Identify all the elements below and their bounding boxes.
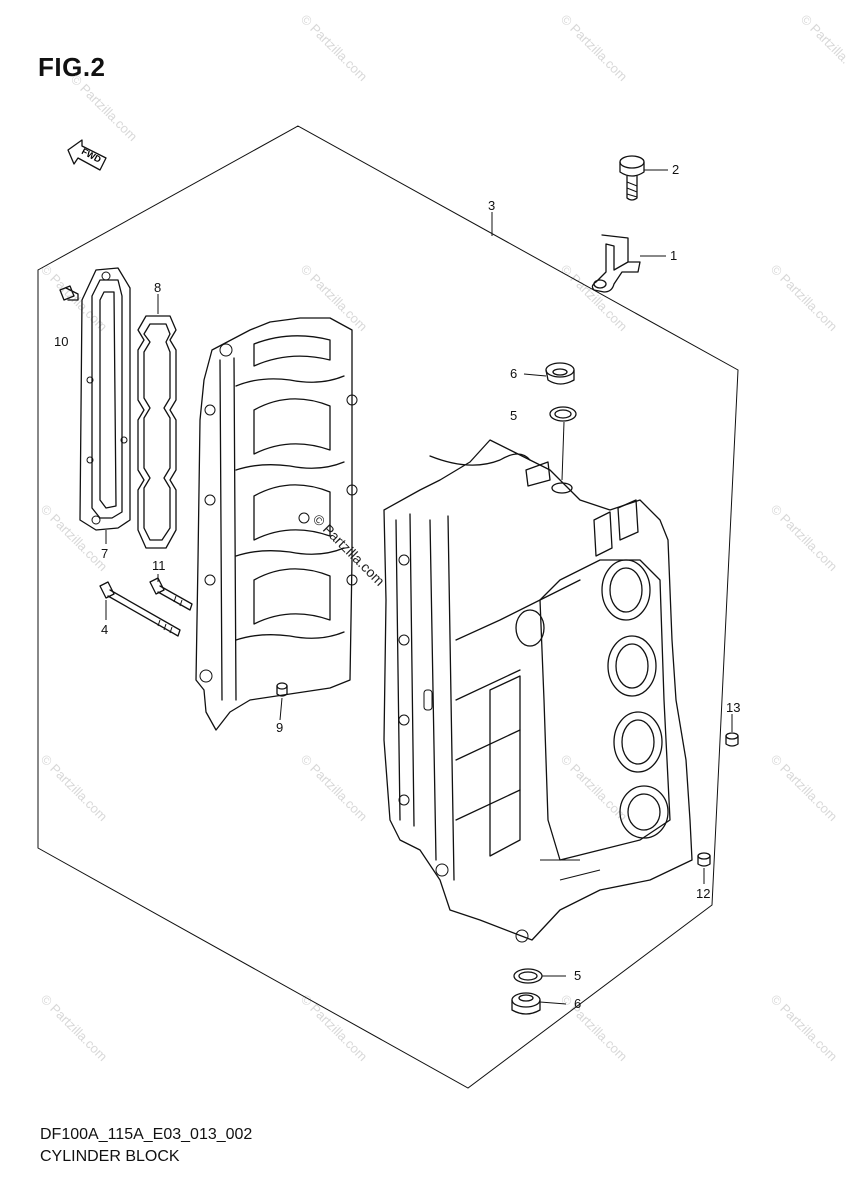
watermark: © Partzilla.com — [38, 992, 111, 1065]
dowel-pin-part-9 — [276, 682, 288, 697]
cylinder-block — [383, 439, 693, 943]
watermark: © Partzilla.com — [768, 752, 841, 825]
callout-6-top: 6 — [510, 366, 517, 381]
diagram-name: CYLINDER BLOCK — [40, 1148, 180, 1165]
callout-13: 13 — [726, 700, 740, 715]
figure-title: FIG.2 — [38, 52, 106, 82]
callout-5-bottom: 5 — [574, 968, 581, 983]
watermark: © Partzilla.com — [310, 511, 388, 589]
watermark: © Partzilla.com — [558, 12, 631, 85]
watermark: © Partzilla.com — [768, 992, 841, 1065]
callout-8: 8 — [154, 280, 161, 295]
watermark-layer: © Partzilla.com © Partzilla.com © Partzi… — [38, 12, 846, 1065]
watermark: © Partzilla.com — [768, 502, 841, 575]
watermark: © Partzilla.com — [298, 12, 371, 85]
callout-3: 3 — [488, 198, 495, 213]
callout-2: 2 — [672, 162, 679, 177]
watermark: © Partzilla.com — [298, 262, 371, 335]
watermark: © Partzilla.com — [798, 12, 846, 85]
callout-labels: 1 2 3 4 5 5 6 6 7 8 9 10 11 12 13 — [54, 162, 740, 1011]
washer-part-5-top — [549, 406, 577, 422]
watermark: © Partzilla.com — [558, 262, 631, 335]
watermark: © Partzilla.com — [558, 992, 631, 1065]
callout-6-bottom: 6 — [574, 996, 581, 1011]
bolt-part-10 — [59, 285, 79, 301]
callout-5-top: 5 — [510, 408, 517, 423]
callout-12: 12 — [696, 886, 710, 901]
leader-lines — [105, 169, 733, 1005]
watermark: © Partzilla.com — [38, 752, 111, 825]
watermark: © Partzilla.com — [768, 262, 841, 335]
plug-part-6-bottom — [511, 992, 541, 1015]
watermark: © Partzilla.com — [298, 752, 371, 825]
callout-4: 4 — [101, 622, 108, 637]
crankcase-half — [195, 317, 358, 731]
plug-part-13 — [725, 732, 739, 747]
washer-part-5-bottom — [513, 968, 543, 984]
callout-11: 11 — [152, 558, 166, 573]
fwd-label: FWD — [80, 146, 103, 165]
callout-9: 9 — [276, 720, 283, 735]
callout-7: 7 — [101, 546, 108, 561]
bolt-part-2 — [619, 155, 645, 201]
callout-10: 10 — [54, 334, 68, 349]
cover-part-7 — [79, 267, 131, 531]
forward-direction-arrow-icon: FWD — [67, 139, 107, 171]
assembly-boundary — [37, 125, 739, 1089]
watermark: © Partzilla.com — [38, 502, 111, 575]
bolt-part-11 — [149, 577, 193, 611]
gasket-part-8 — [137, 315, 177, 549]
watermark: © Partzilla.com — [68, 72, 141, 145]
callout-1: 1 — [670, 248, 677, 263]
plug-part-6-top — [545, 362, 575, 385]
diagram-code: DF100A_115A_E03_013_002 — [40, 1126, 253, 1143]
bracket-part-1 — [591, 234, 641, 293]
bolt-part-4 — [99, 581, 181, 637]
pin-part-12 — [697, 852, 711, 867]
